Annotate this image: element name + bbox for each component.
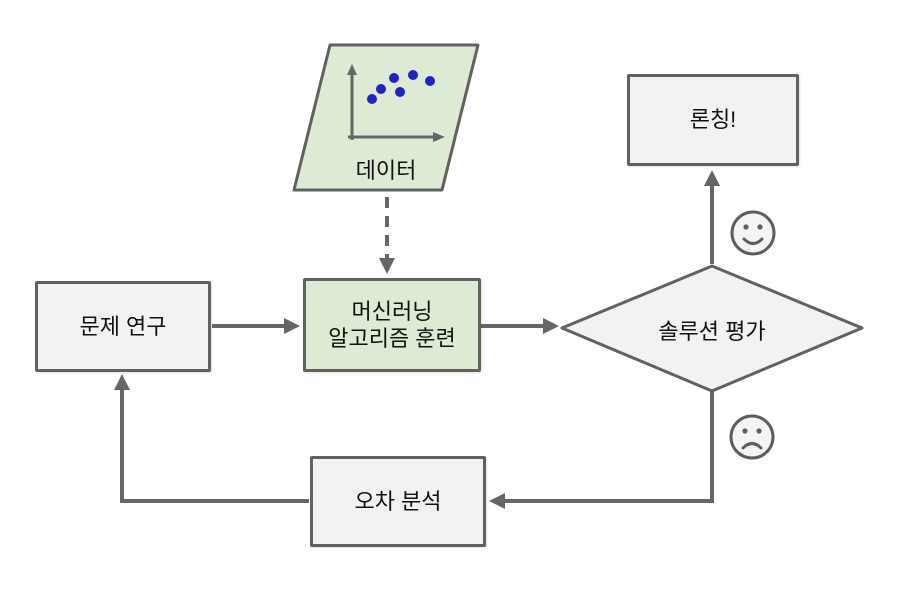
happy-face-icon <box>730 210 776 256</box>
evaluate-diamond <box>560 264 864 393</box>
node-train-algorithm: 머신러닝 알고리즘 훈련 <box>303 278 481 372</box>
node-problem-research: 문제 연구 <box>35 281 211 372</box>
node-error-analysis: 오차 분석 <box>310 456 486 547</box>
arrow-evaluate-to-error <box>489 392 714 509</box>
arrow-train-to-evaluate <box>481 318 559 334</box>
arrow-error-to-problem <box>114 374 309 503</box>
scatter-plot-icon <box>347 64 445 142</box>
node-train-label-line1: 머신러닝 <box>351 298 433 324</box>
node-launch: 론칭! <box>627 74 799 166</box>
node-evaluate-label: 솔루션 평가 <box>658 319 766 344</box>
node-train-label-line2: 알고리즘 훈련 <box>328 326 456 351</box>
arrow-problem-to-train <box>212 318 300 334</box>
sad-face-icon <box>729 414 775 460</box>
node-error-analysis-label: 오차 분석 <box>354 488 442 514</box>
node-problem-research-label: 문제 연구 <box>79 313 167 339</box>
node-data-label: 데이터 <box>355 158 417 183</box>
node-launch-label: 론칭! <box>689 107 737 133</box>
arrow-data-to-train <box>379 197 395 274</box>
arrow-evaluate-to-launch <box>704 170 720 264</box>
